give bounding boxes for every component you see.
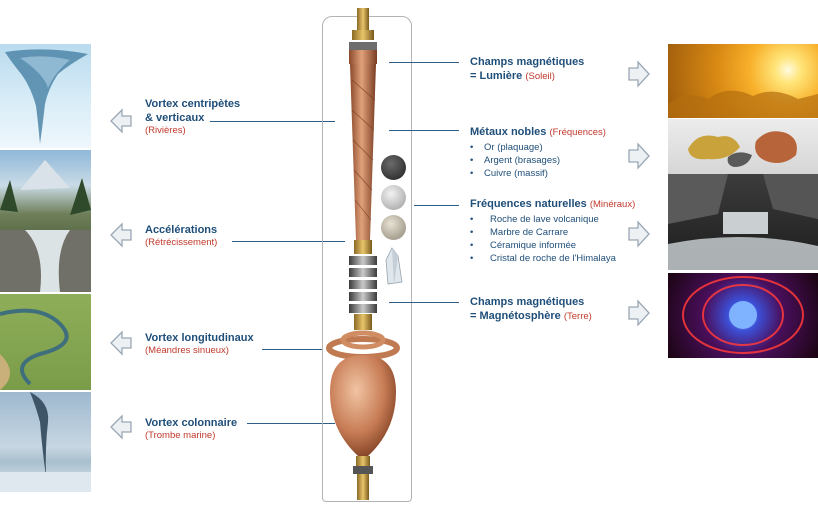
ceramic-sample <box>381 215 406 240</box>
label-title: Accélérations <box>145 224 218 236</box>
label-title: Vortex centripètes <box>145 98 241 110</box>
label-frequences-naturelles: Fréquences naturelles (Minéraux) Roche d… <box>470 197 635 265</box>
left-arrow-icon <box>110 414 132 440</box>
label-sub: (Soleil) <box>525 71 555 82</box>
label-sub: (Rétrécissement) <box>145 237 218 248</box>
magnetosphere-photo <box>668 273 818 358</box>
label-title-2: & verticaux <box>145 112 205 124</box>
label-vortex-colonnaire: Vortex colonnaire (Trombe marine) <box>145 416 237 441</box>
marble-sample <box>381 185 406 210</box>
vortex-device-illustration <box>326 8 400 500</box>
list-item: Or (plaquage) <box>470 141 606 154</box>
list-item: Cuivre (massif) <box>470 167 606 180</box>
rock-crystal-sample <box>385 247 403 285</box>
label-champs-soleil: Champs magnétiques = Lumière (Soleil) <box>470 55 584 84</box>
tornado-funnel-photo <box>0 44 91 148</box>
connector-line <box>389 302 459 304</box>
meanders-photo <box>0 294 91 390</box>
left-arrow-icon <box>110 330 132 356</box>
list-item: Roche de lave volcanique <box>470 213 635 226</box>
connector-line <box>232 241 345 243</box>
label-accelerations: Accélérations (Rétrécissement) <box>145 223 217 248</box>
label-eq: = Lumière <box>470 70 523 82</box>
label-title: Champs magnétiques <box>470 56 585 68</box>
connector-line <box>389 62 459 64</box>
label-sub: (Minéraux) <box>589 199 636 210</box>
connector-line <box>389 130 459 132</box>
label-sub: (Terre) <box>563 311 592 322</box>
label-vortex-centripetes: Vortex centripètes & verticaux (Rivières… <box>145 97 240 136</box>
connector-line <box>262 349 322 351</box>
label-sub: (Trombe marine) <box>145 430 216 441</box>
lava-rock-sample <box>381 155 406 180</box>
list-item: Argent (brasages) <box>470 154 606 167</box>
label-title: Champs magnétiques <box>470 296 585 308</box>
label-title: Métaux nobles <box>470 126 547 138</box>
label-sub: (Fréquences) <box>549 127 606 138</box>
right-arrow-icon <box>628 220 650 248</box>
label-eq: = Magnétosphère <box>470 310 561 322</box>
list-item: Marbre de Carrare <box>470 226 635 239</box>
connector-line <box>414 205 459 207</box>
label-sub: (Rivières) <box>145 125 186 136</box>
label-champs-terre: Champs magnétiques = Magnétosphère (Terr… <box>470 295 592 324</box>
label-title: Fréquences naturelles <box>470 198 587 210</box>
label-vortex-longitudinaux: Vortex longitudinaux (Méandres sinueux) <box>145 331 254 356</box>
list-item: Cristal de roche de l'Himalaya <box>470 252 635 265</box>
left-arrow-icon <box>110 222 132 248</box>
right-arrow-icon <box>628 142 650 170</box>
gold-copper-nuggets-photo <box>668 119 818 174</box>
mountain-river-photo <box>0 150 91 292</box>
label-title: Vortex longitudinaux <box>145 332 254 344</box>
sun-sky-photo <box>668 44 818 118</box>
rock-waterfall-photo <box>668 174 818 270</box>
label-metaux-nobles: Métaux nobles (Fréquences) Or (plaquage)… <box>470 125 606 180</box>
right-arrow-icon <box>628 299 650 327</box>
label-title: Vortex colonnaire <box>145 417 238 429</box>
right-arrow-icon <box>628 60 650 88</box>
connector-line <box>210 121 335 123</box>
label-sub: (Méandres sinueux) <box>145 345 229 356</box>
connector-line <box>247 423 335 425</box>
left-arrow-icon <box>110 108 132 134</box>
waterspout-photo <box>0 392 91 492</box>
list-item: Céramique informée <box>470 239 635 252</box>
